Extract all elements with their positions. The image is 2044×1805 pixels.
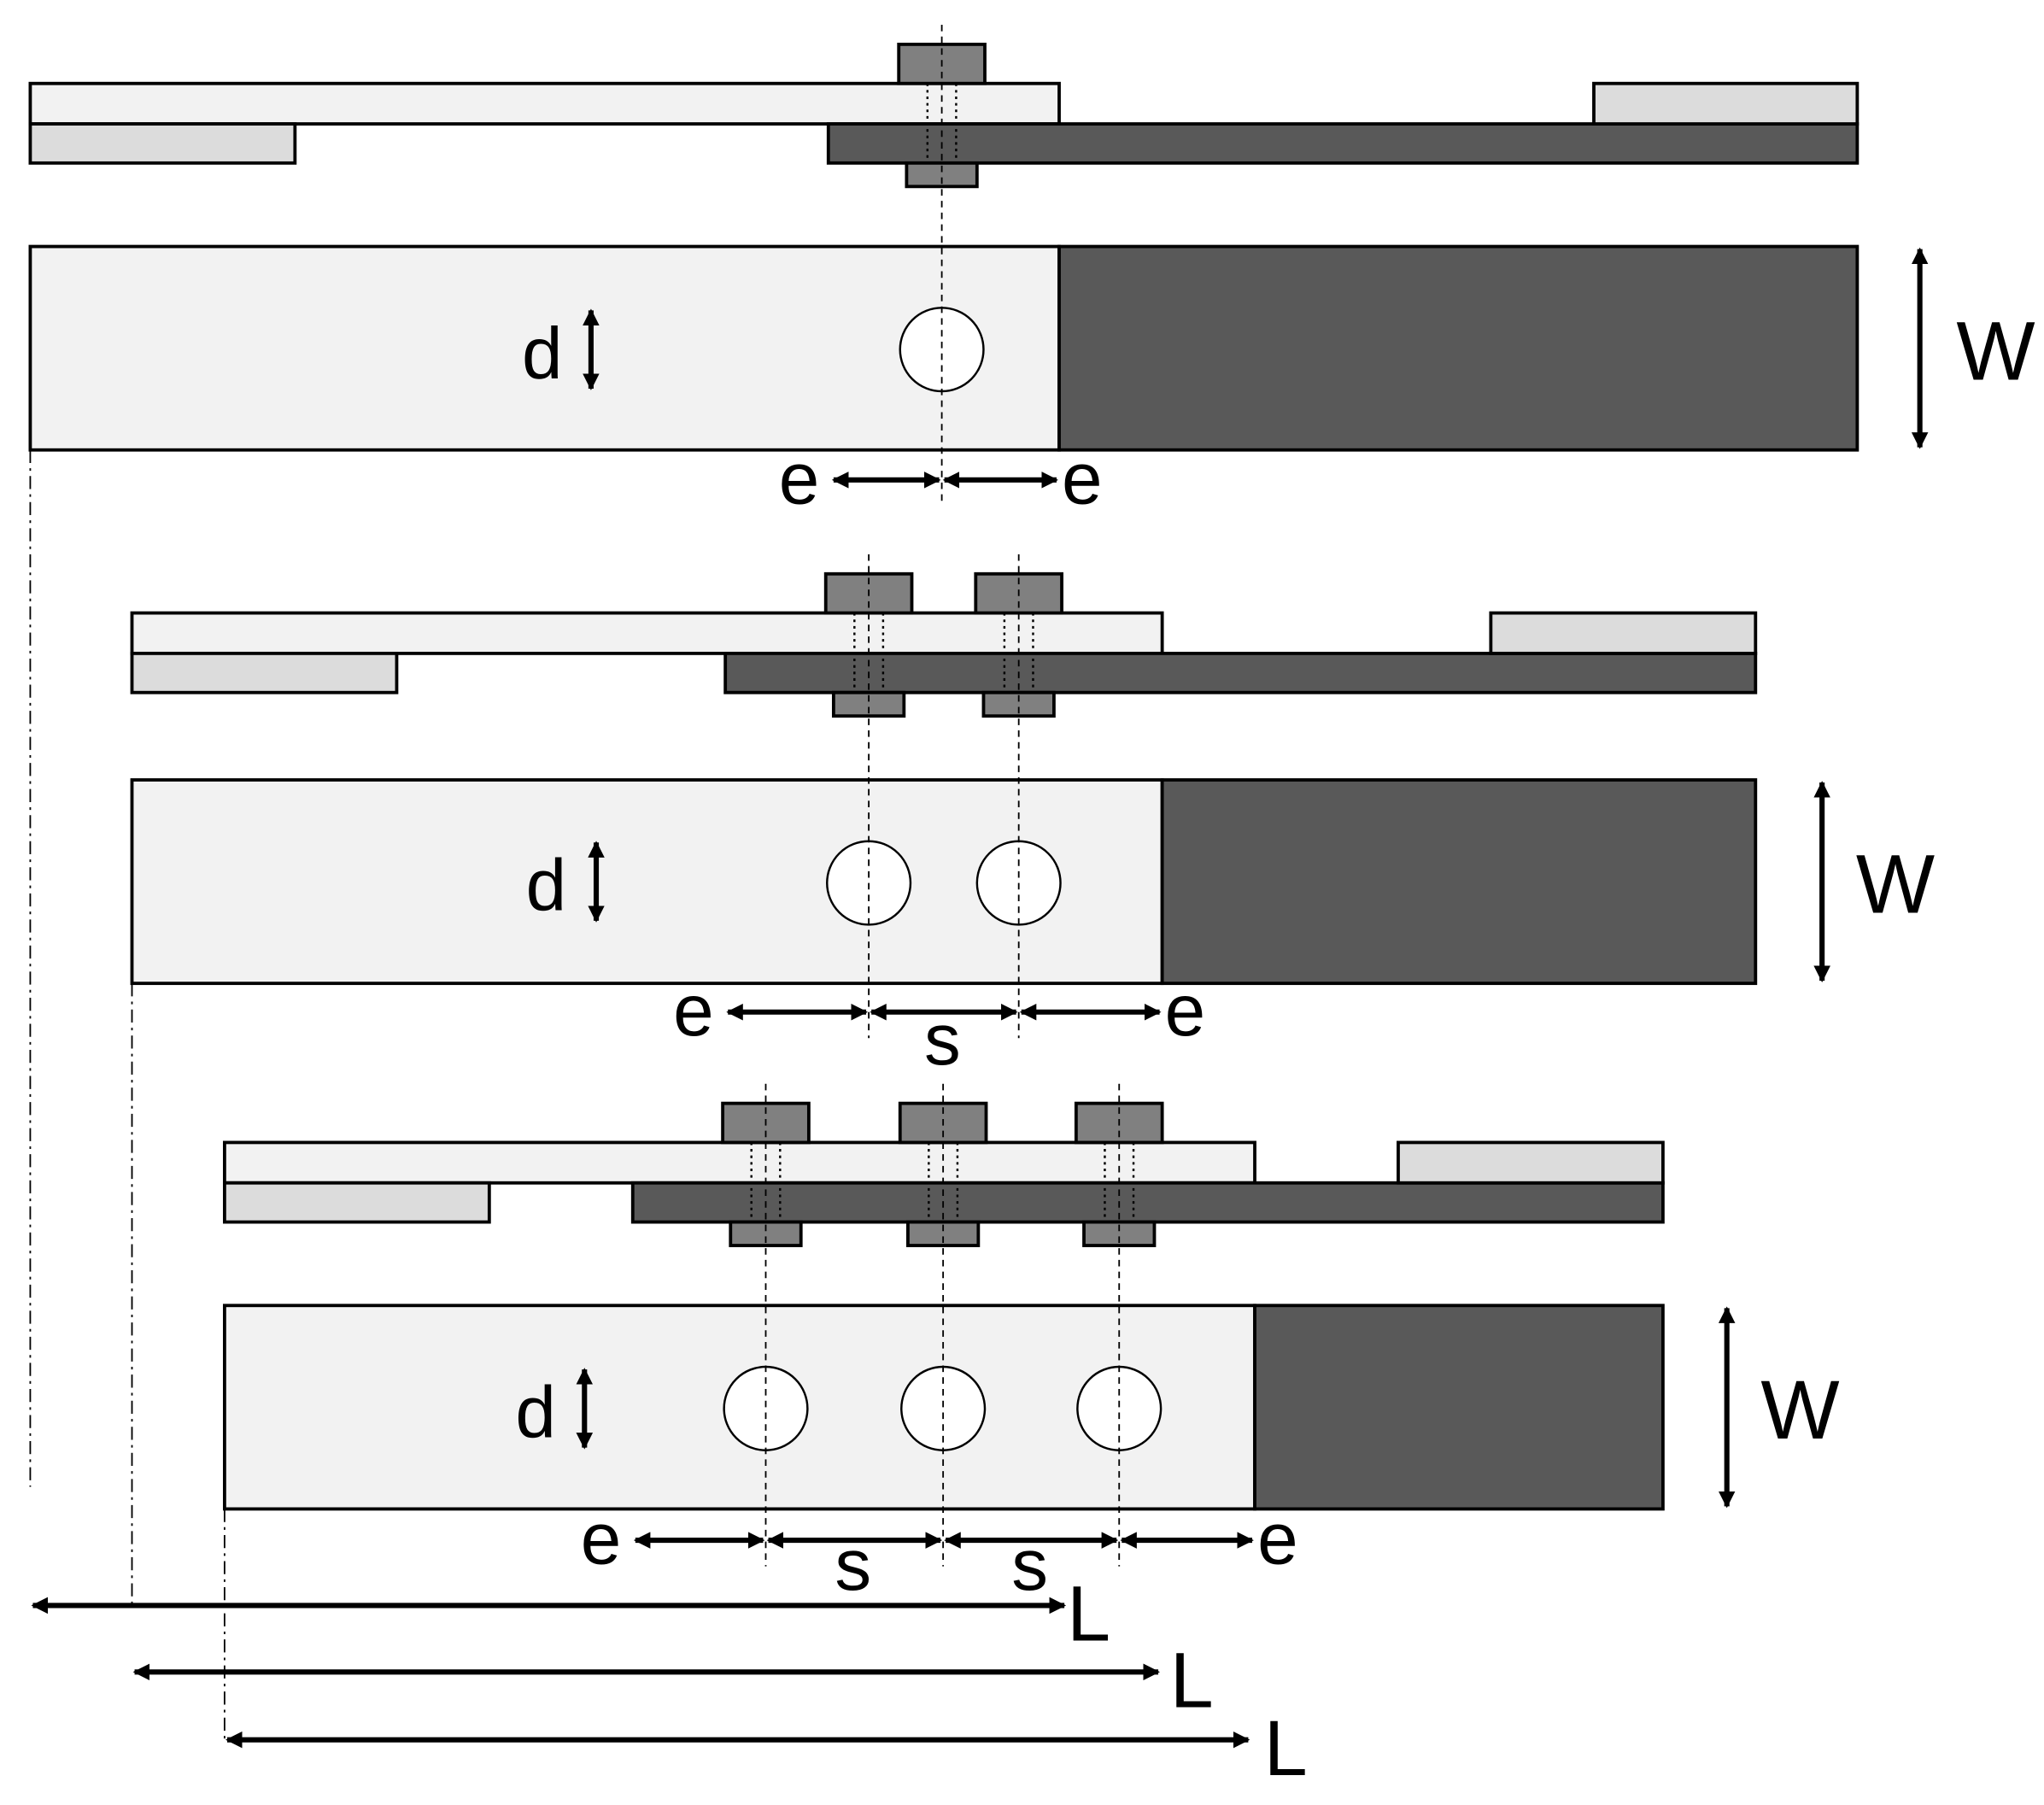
side-right-filler-tab: [1489, 611, 1758, 655]
label-L: L: [1067, 1571, 1110, 1658]
label-L: L: [1264, 1705, 1308, 1792]
label-e-right: e: [1257, 1499, 1298, 1580]
label-e-left: e: [581, 1499, 622, 1580]
side-top-plate: [28, 81, 1061, 126]
label-d: d: [515, 1372, 556, 1453]
side-right-filler-tab: [1397, 1140, 1665, 1185]
label-W: W: [1956, 304, 2035, 397]
label-e-right: e: [1165, 970, 1206, 1052]
side-left-filler-tab: [130, 651, 399, 694]
plan-bottom-plate: [1057, 244, 1860, 452]
plan-bottom-plate: [1160, 778, 1758, 986]
side-top-plate: [130, 611, 1164, 655]
label-L: L: [1170, 1637, 1214, 1724]
label-d: d: [522, 314, 563, 395]
label-s: s: [1011, 1525, 1048, 1606]
label-W: W: [1856, 838, 1935, 931]
label-W: W: [1760, 1363, 1839, 1456]
label-d: d: [526, 846, 567, 927]
side-top-plate: [222, 1140, 1256, 1185]
plan-bottom-plate: [1253, 1304, 1665, 1511]
label-s: s: [835, 1525, 871, 1606]
label-e-left: e: [779, 438, 820, 519]
side-right-filler-tab: [1592, 81, 1860, 126]
label-e-left: e: [673, 970, 714, 1052]
label-e-right: e: [1062, 438, 1103, 519]
label-s: s: [924, 999, 961, 1081]
side-bottom-plate: [630, 1181, 1665, 1224]
plan-top-plate: [28, 244, 1061, 452]
side-bottom-plate: [723, 651, 1758, 694]
side-left-filler-tab: [28, 122, 297, 165]
side-bottom-plate: [826, 122, 1860, 165]
side-left-filler-tab: [222, 1181, 491, 1224]
